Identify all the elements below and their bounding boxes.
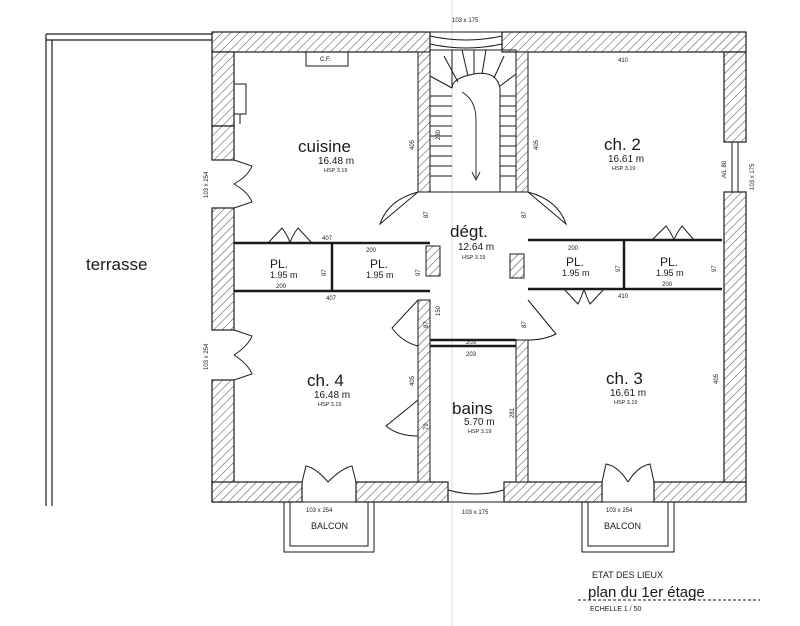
dim-pl-bottom-left: 407 bbox=[326, 296, 337, 302]
cuisine-hsp: HSP 3.19 bbox=[324, 168, 347, 174]
partition-lines bbox=[234, 238, 722, 348]
ch4-label: ch. 4 bbox=[307, 371, 344, 390]
dim-door-87-c: 87 bbox=[424, 321, 430, 328]
dim-left-window-lower: 103 x 254 bbox=[204, 343, 210, 370]
dim-pl-inner-left-top: 200 bbox=[366, 248, 377, 254]
degt-label: dégt. bbox=[450, 222, 488, 241]
echelle: ECHELLE 1 / 50 bbox=[590, 606, 641, 613]
dim-ail: AIL 80 bbox=[722, 160, 728, 178]
left-french-doors bbox=[212, 159, 253, 381]
dim-pl-outer-left-bottom: 200 bbox=[276, 284, 287, 290]
dim-left-window-upper: 103 x 254 bbox=[204, 171, 210, 198]
plan-title: plan du 1er étage bbox=[588, 584, 705, 601]
degt-hsp: HSP 3.19 bbox=[462, 255, 485, 261]
etat-des-lieux: ETAT DES LIEUX bbox=[592, 570, 663, 580]
dim-balcon-right: 103 x 254 bbox=[606, 508, 633, 514]
pl-left-inner-area: 1.95 m bbox=[366, 270, 394, 280]
dim-pl-depth-1: 97 bbox=[322, 269, 328, 276]
dim-bains-door: 79 bbox=[424, 423, 430, 430]
dim-bains-top-1: 203 bbox=[466, 340, 477, 346]
terrasse-outline bbox=[45, 33, 212, 506]
terrasse-label: terrasse bbox=[86, 255, 147, 274]
dim-bains-top-2: 203 bbox=[466, 352, 477, 358]
ch3-area: 16.61 m bbox=[610, 388, 646, 399]
dim-pl-depth-2: 97 bbox=[416, 269, 422, 276]
exterior-walls bbox=[211, 31, 747, 503]
dim-bains-depth: 281 bbox=[510, 407, 516, 418]
pl-right-outer-area: 1.95 m bbox=[656, 268, 684, 278]
pl-left-inner-label: PL. bbox=[370, 257, 388, 271]
windows bbox=[429, 31, 746, 503]
bains-hsp: HSP 3.19 bbox=[468, 429, 491, 435]
pl-right-outer-label: PL. bbox=[660, 255, 678, 269]
ch4-hsp: HSP 3.19 bbox=[318, 402, 341, 408]
ch3-label: ch. 3 bbox=[606, 369, 643, 388]
cuisine-label: cuisine bbox=[298, 137, 351, 156]
ch2-area: 16.61 m bbox=[608, 154, 644, 165]
pl-left-outer-label: PL. bbox=[270, 257, 288, 271]
dim-top-window: 103 x 175 bbox=[452, 18, 479, 24]
dim-pl-depth-3: 97 bbox=[616, 265, 622, 272]
ch4-area: 16.48 m bbox=[314, 390, 350, 401]
dim-pl-inner-right-top: 200 bbox=[568, 246, 579, 252]
dim-door-87-a: 87 bbox=[424, 211, 430, 218]
kitchen-fixtures bbox=[233, 51, 349, 124]
dim-pl-outer-right-bottom: 200 bbox=[662, 282, 673, 288]
dim-ch2-width: 410 bbox=[618, 58, 629, 64]
bains-label: bains bbox=[452, 399, 493, 418]
dim-ch3-height: 405 bbox=[714, 373, 720, 384]
dim-bottom-window: 103 x 175 bbox=[462, 510, 489, 516]
pl-left-outer-area: 1.95 m bbox=[270, 270, 298, 280]
ch2-label: ch. 2 bbox=[604, 135, 641, 154]
dim-door-87-d: 87 bbox=[522, 321, 528, 328]
interior-walls bbox=[417, 51, 529, 483]
dim-balcon-left: 103 x 254 bbox=[306, 508, 333, 514]
ch2-hsp: HSP 3.19 bbox=[612, 166, 635, 172]
interior-doors bbox=[267, 191, 695, 437]
dim-door-150: 150 bbox=[436, 305, 442, 316]
cuisine-area: 16.48 m bbox=[318, 156, 354, 167]
balcon-right-label: BALCON bbox=[604, 521, 641, 531]
dim-ch4-height: 405 bbox=[410, 375, 416, 386]
dim-ch2-height: 405 bbox=[534, 139, 540, 150]
staircase bbox=[429, 49, 517, 193]
dim-pl-bottom-right: 410 bbox=[618, 294, 629, 300]
dim-pl-top-left: 407 bbox=[322, 236, 333, 242]
bains-area: 5.70 m bbox=[464, 417, 495, 428]
dim-stair: 230 bbox=[436, 129, 442, 140]
pl-right-inner-area: 1.95 m bbox=[562, 268, 590, 278]
degt-area: 12.64 m bbox=[458, 242, 494, 253]
pl-right-inner-label: PL. bbox=[566, 255, 584, 269]
ch3-hsp: HSP 3.19 bbox=[614, 400, 637, 406]
balconies bbox=[283, 463, 675, 553]
cf-label: C.F. bbox=[320, 57, 331, 63]
balcon-left-label: BALCON bbox=[311, 521, 348, 531]
dim-right-window: 103 x 175 bbox=[750, 163, 756, 190]
dim-door-87-b: 87 bbox=[522, 211, 528, 218]
dim-cuisine-height: 405 bbox=[410, 139, 416, 150]
dim-pl-depth-4: 97 bbox=[712, 265, 718, 272]
